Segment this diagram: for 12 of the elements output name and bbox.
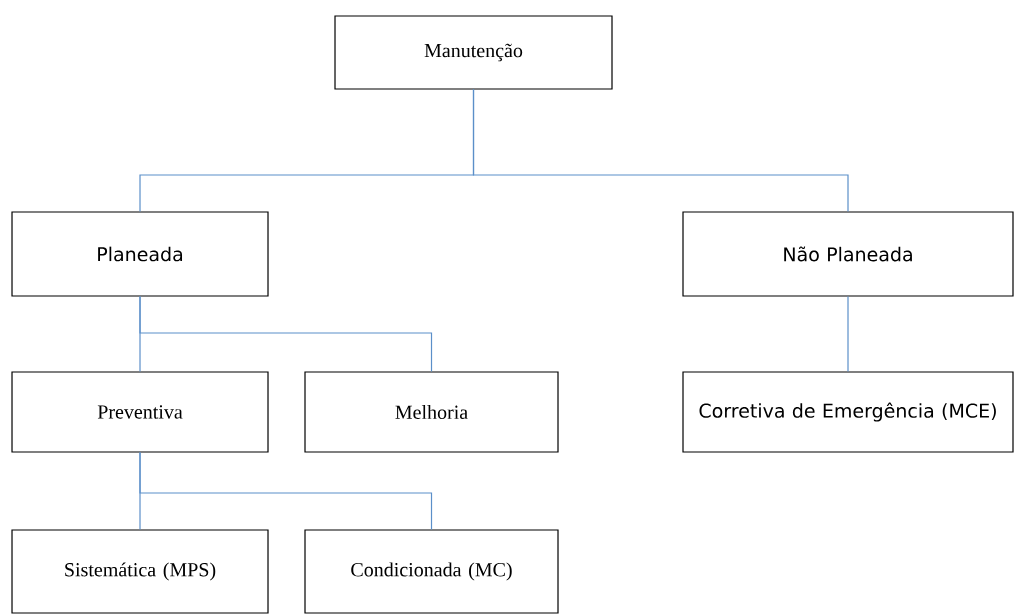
connector: [139, 296, 433, 372]
connector: [139, 452, 433, 530]
box: Sistemática (MPS): [11, 529, 269, 614]
box: Corretiva de Emergência (MCE): [682, 371, 1014, 453]
box: Não Planeada: [682, 211, 1014, 297]
connector: [847, 296, 849, 372]
box: Manutenção: [334, 15, 613, 90]
box: Planeada: [11, 211, 269, 297]
box: Melhoria: [304, 371, 559, 453]
connector: [472, 89, 849, 212]
box: Condicionada (MC): [304, 529, 559, 614]
box: Preventiva: [11, 371, 269, 453]
